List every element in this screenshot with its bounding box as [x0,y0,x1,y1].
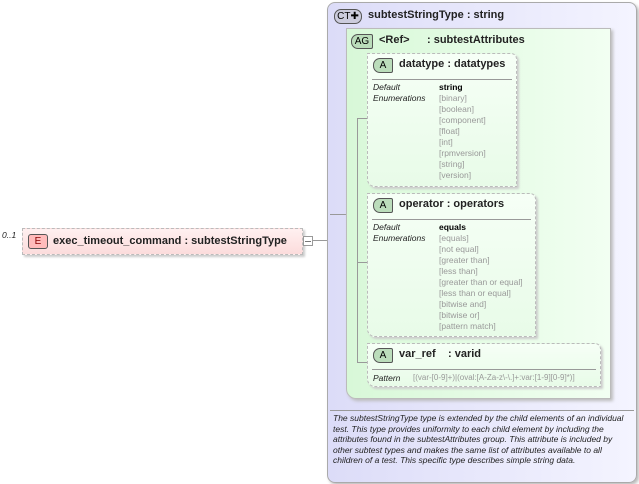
element-name: exec_timeout_command : subtestStringType [53,235,287,247]
default-label: Default [373,82,400,92]
enumerations-label: Enumerations [373,93,426,103]
enum-value: [binary] [439,93,467,103]
enum-value: [component] [439,115,486,125]
default-value: equals [439,222,466,232]
attribute-group-badge: AG [351,34,373,49]
enum-value: [float] [439,126,460,136]
complex-type-name: subtestStringType : string [368,9,505,21]
attribute-badge: A [373,198,393,213]
enum-value: [version] [439,170,472,180]
complex-type-badge: CT✚ [334,9,362,24]
enum-value: [bitwise and] [439,299,487,309]
element-badge: E [28,234,48,249]
type-description: The subtestStringType type is extended b… [333,413,624,465]
enum-value: [greater than or equal] [439,277,523,287]
enum-value: [bitwise or] [439,310,480,320]
enum-value: [string] [439,159,465,169]
pattern-value: [(var-[0-9]+)|(oval:[A-Za-z\-\.]+:var:[1… [413,373,575,382]
enum-value: [less than] [439,266,478,276]
enum-value: [less than or equal] [439,288,511,298]
enum-value: [equals] [439,233,469,243]
attribute-name: var_ref [399,348,436,360]
enum-value: [pattern match] [439,321,496,331]
attribute-group-name: : subtestAttributes [427,34,525,46]
occurrence-label: 0..1 [2,230,17,240]
default-value: string [439,82,463,92]
attribute-name: operator : operators [399,198,505,210]
enumerations-label: Enumerations [373,233,426,243]
default-label: Default [373,222,400,232]
attribute-badge: A [373,348,393,363]
enum-value: [rpmversion] [439,148,486,158]
enum-value: [greater than] [439,255,490,265]
attribute-type: : varid [448,348,482,360]
element-box[interactable]: E exec_timeout_command : subtestStringTy… [22,228,303,255]
enum-value: [not equal] [439,244,479,254]
collapse-toggle[interactable] [303,236,313,246]
attribute-badge: A [373,58,393,73]
enum-value: [boolean] [439,104,474,114]
ref-label: <Ref> [379,34,410,46]
attribute-name: datatype : datatypes [399,58,506,70]
pattern-label: Pattern [373,373,401,383]
enum-value: [int] [439,137,453,147]
attribute-var-ref[interactable]: A var_ref : varid Pattern [(var-[0-9]+)|… [367,343,601,387]
